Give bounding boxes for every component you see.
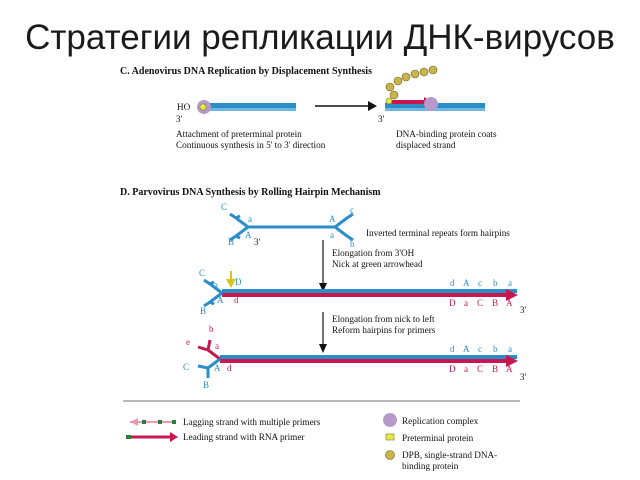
d3-label-top-a: a (508, 344, 512, 354)
d3-label-bot-B: B (492, 364, 498, 374)
d3-label-d: d (227, 363, 232, 373)
d3-label-top-d: d (450, 344, 455, 354)
d3-label-bot-a: a (464, 364, 468, 374)
nick-green-arrowhead-icon (226, 271, 236, 288)
d1-label-B: B (228, 237, 234, 247)
d2-label-bot-C: C (477, 298, 483, 308)
d-step2-molecule (203, 278, 518, 308)
c-preterminal-protein-icon (385, 97, 393, 105)
legend-dpb-label-2: binding protein (402, 461, 459, 471)
c-caption-left-1: Attachment of preterminal protein (176, 129, 302, 139)
d2-label-top-A: A (463, 278, 470, 288)
legend-dpb-label-1: DPB, single-strand DNA- (402, 450, 497, 460)
legend-leading-swatch (126, 432, 178, 442)
d2-label-A: A (217, 295, 224, 305)
c-right-3prime: 3' (378, 114, 385, 124)
d2-label-B: B (200, 306, 206, 316)
c-new-strand (392, 100, 426, 104)
c-caption-right-2: displaced strand (396, 140, 456, 150)
d1-label-b: b (350, 239, 355, 249)
d-note-2a: Elongation from 3'OH (332, 248, 415, 258)
legend-lagging-swatch (130, 418, 176, 426)
d3-label-top-A: A (463, 344, 470, 354)
c-caption-right-1: DNA-binding protein coats (396, 129, 497, 139)
d1-label-C: C (221, 202, 227, 212)
panel-c-heading: C. Adenovirus DNA Replication by Displac… (120, 66, 372, 77)
d-down-arrowhead-2-icon (319, 344, 327, 353)
d2-label-bot-A: A (506, 298, 513, 308)
d3-label-bot-D: D (449, 364, 456, 374)
d2-label-top-b: b (493, 278, 498, 288)
d3-label-B: B (203, 380, 209, 390)
d1-label-a2: a (330, 230, 334, 240)
preterminal-protein-icon (199, 103, 207, 111)
d2-label-C: C (199, 268, 205, 278)
d-step3-molecule (197, 339, 518, 378)
d3-label-top-b: b (493, 344, 498, 354)
d3-label-a: a (215, 341, 219, 351)
c-caption-left-2: Continuous synthesis in 5' to 3' directi… (176, 140, 326, 150)
d1-label-c: c (350, 205, 354, 215)
dpb-coat-icon (385, 65, 438, 100)
d2-label-bot-D: D (449, 298, 456, 308)
d2-label-top-d: d (450, 278, 455, 288)
ho-label: HO (177, 102, 191, 112)
d-note-3b: Reform hairpins for primers (332, 325, 436, 335)
d-step1-molecule (229, 212, 354, 242)
legend-replication-complex-icon (383, 413, 397, 427)
d3-label-C: C (183, 362, 189, 372)
d2-label-3prime: 3' (520, 305, 527, 315)
d3-label-e: e (186, 337, 190, 347)
d2-label-top-a: a (508, 278, 512, 288)
legend-preterminal-icon (385, 433, 395, 441)
d1-label-A2: A (329, 214, 336, 224)
d1-label-A: A (245, 230, 252, 240)
d3-label-top-c: c (478, 344, 482, 354)
d-note-2b: Nick at green arrowhead (332, 259, 423, 269)
legend-replication-complex-label: Replication complex (402, 416, 479, 426)
c-left-strand-bottom (204, 108, 296, 111)
d2-label-top-c: c (478, 278, 482, 288)
c-left-3prime: 3' (176, 114, 183, 124)
d-note-3a: Elongation from nick to left (332, 314, 435, 324)
c-left-strand-top (204, 103, 296, 108)
d2-label-D: D (235, 277, 242, 287)
d2-label-d: d (234, 295, 239, 305)
d-note-1: Inverted terminal repeats form hairpins (366, 228, 510, 238)
panel-d-heading: D. Parvovirus DNA Synthesis by Rolling H… (120, 187, 381, 198)
d3-label-A: A (214, 363, 221, 373)
d2-label-bot-a: a (464, 298, 468, 308)
legend-preterminal-label: Preterminal protein (402, 433, 474, 443)
legend-leading-label: Leading strand with RNA primer (183, 432, 304, 442)
legend-lagging-label: Lagging strand with multiple primers (183, 417, 321, 427)
d3-label-bot-A: A (506, 364, 513, 374)
d3-label-3prime: 3' (520, 372, 527, 382)
d1-label-a: a (248, 214, 252, 224)
d-down-arrowhead-1-icon (319, 283, 327, 292)
d2-label-a: a (214, 280, 218, 290)
legend-dpb-icon (385, 450, 395, 460)
c-replication-complex-icon (424, 97, 438, 111)
d1-label-3prime: 3' (254, 237, 261, 247)
d3-label-b: b (209, 324, 214, 334)
slide-title: Стратегии репликации ДНК-вирусов (25, 18, 615, 57)
d3-label-bot-C: C (477, 364, 483, 374)
d2-label-bot-B: B (492, 298, 498, 308)
c-arrowhead-icon (368, 101, 377, 111)
